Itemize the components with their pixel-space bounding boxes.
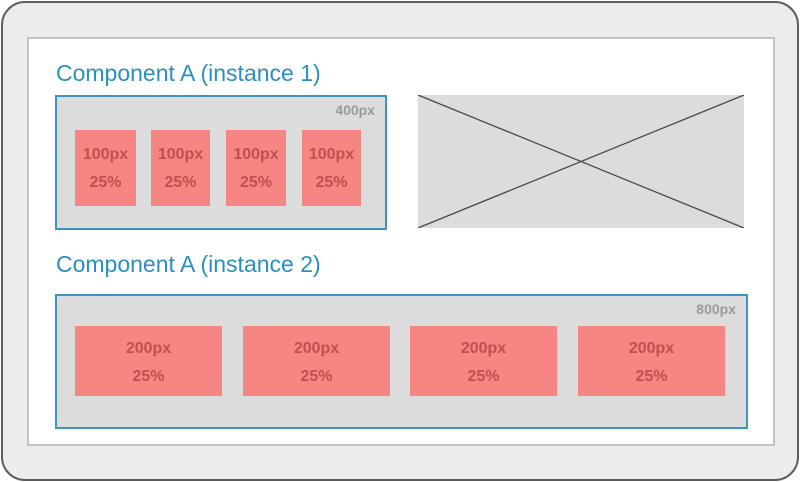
item-size-label: 200px bbox=[125, 340, 172, 357]
instance-2-item: 200px 25% bbox=[75, 326, 222, 396]
image-placeholder-icon bbox=[418, 95, 744, 228]
instance-1-heading: Component A (instance 1) bbox=[56, 60, 321, 86]
item-size-label: 100px bbox=[233, 146, 279, 163]
item-percent-label: 25% bbox=[89, 174, 122, 191]
instance-2-width-label: 800px bbox=[696, 301, 736, 317]
instance-1-item: 100px 25% bbox=[151, 130, 210, 206]
item-size-label: 200px bbox=[460, 340, 507, 357]
instance-2-item: 200px 25% bbox=[243, 326, 390, 396]
instance-1-item: 100px 25% bbox=[302, 130, 361, 206]
item-size-label: 100px bbox=[308, 146, 355, 163]
instance-2-container: 800px 200px 25% 200px 25% 200px 25% 200p… bbox=[55, 294, 748, 429]
item-size-label: 100px bbox=[157, 146, 204, 163]
item-size-label: 200px bbox=[293, 340, 340, 357]
item-size-label: 100px bbox=[82, 146, 129, 163]
placeholder-cross bbox=[418, 95, 744, 228]
instance-2-item: 200px 25% bbox=[578, 326, 725, 396]
instance-1-item: 100px 25% bbox=[226, 130, 286, 206]
item-percent-label: 25% bbox=[164, 174, 197, 191]
item-percent-label: 25% bbox=[315, 174, 348, 191]
instance-1-container: 400px 100px 25% 100px 25% 100px 25% 100p… bbox=[55, 95, 387, 230]
item-percent-label: 25% bbox=[300, 368, 333, 385]
instance-1-item: 100px 25% bbox=[75, 130, 136, 206]
item-percent-label: 25% bbox=[467, 368, 500, 385]
item-percent-label: 25% bbox=[239, 174, 273, 191]
item-size-label: 200px bbox=[628, 340, 675, 357]
instance-1-width-label: 400px bbox=[335, 102, 375, 118]
item-percent-label: 25% bbox=[132, 368, 165, 385]
instance-2-heading: Component A (instance 2) bbox=[56, 251, 321, 277]
instance-2-item: 200px 25% bbox=[410, 326, 557, 396]
item-percent-label: 25% bbox=[635, 368, 668, 385]
